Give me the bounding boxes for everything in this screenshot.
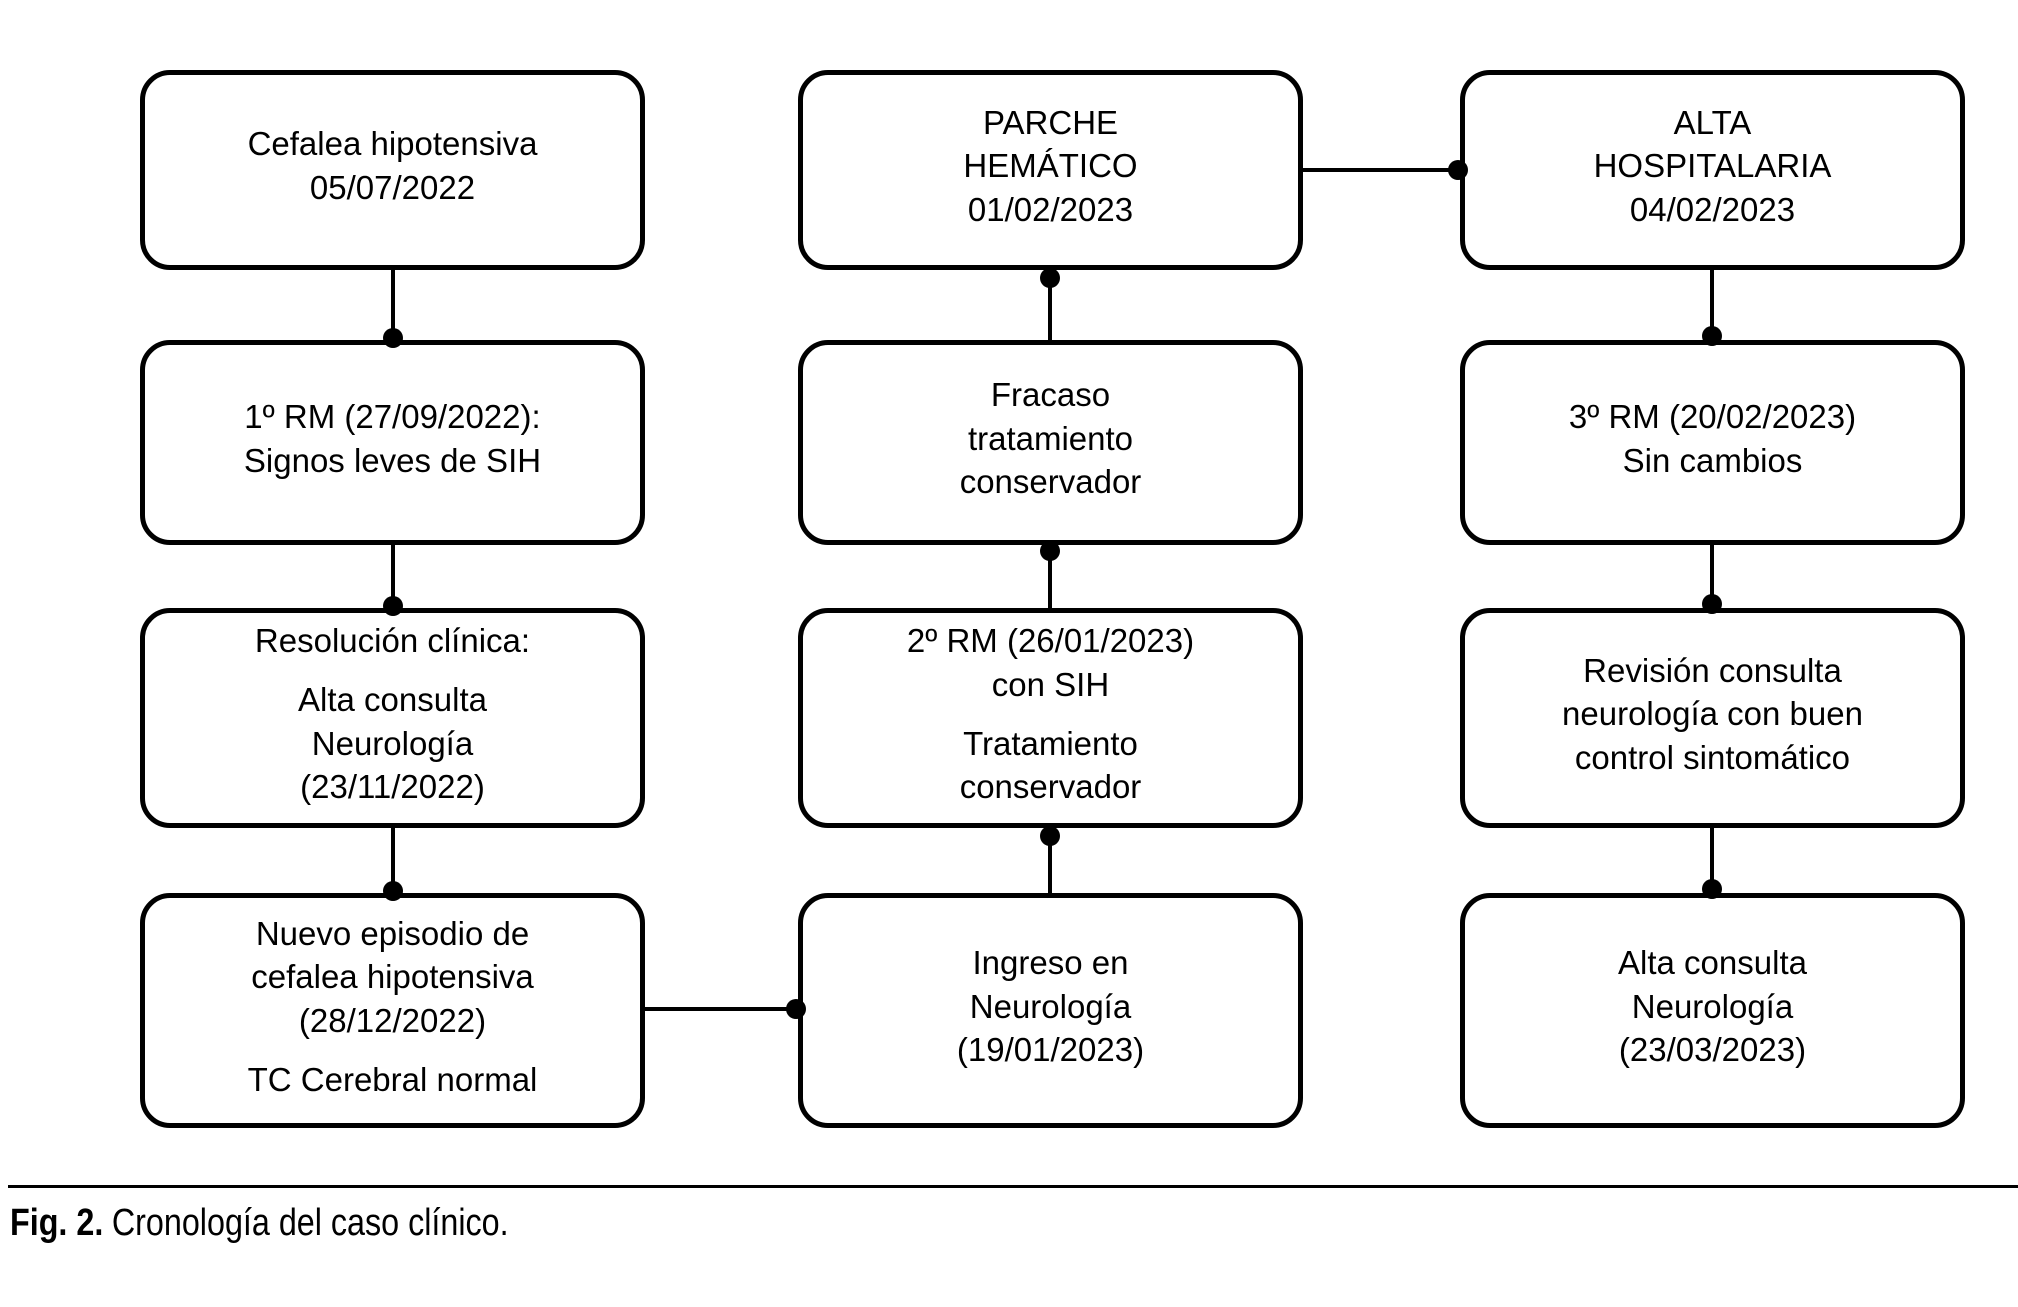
flow-box-tercera-rm: 3º RM (20/02/2023) Sin cambios [1460, 340, 1965, 545]
box-paragraph: Nuevo episodio de cefalea hipotensiva (2… [251, 912, 534, 1043]
box-text-line: 01/02/2023 [967, 190, 1134, 228]
box-paragraph: Ingreso en Neurología (19/01/2023) [957, 941, 1144, 1072]
flow-box-segunda-rm: 2º RM (26/01/2023) con SIH Tratamiento c… [798, 608, 1303, 828]
connector-col1-box2-box3 [391, 543, 395, 612]
box-text-line: Nuevo episodio de [255, 914, 530, 952]
box-text-line: Neurología [969, 987, 1132, 1025]
flow-dot [1448, 160, 1468, 180]
connector-col1-col2 [643, 1007, 800, 1011]
flow-dot [1040, 541, 1060, 561]
box-text-line: con SIH [991, 665, 1110, 703]
box-text-line: HOSPITALARIA [1593, 147, 1832, 185]
box-text-line: HEMÁTICO [963, 147, 1138, 185]
box-text-line: tratamiento [967, 419, 1134, 457]
connector-col3-box3-box4 [1710, 826, 1714, 897]
box-text-line: (19/01/2023) [956, 1031, 1145, 1069]
flow-dot [383, 881, 403, 901]
connector-col2-box2-box1 [1048, 268, 1052, 344]
box-text-line: 2º RM (26/01/2023) [906, 622, 1195, 660]
flow-dot [383, 328, 403, 348]
connector-col3-box2-box3 [1710, 543, 1714, 612]
flow-box-revision-consulta: Revisión consulta neurología con buen co… [1460, 608, 1965, 828]
box-text-line: conservador [959, 463, 1142, 501]
box-paragraph: Resolución clínica: [255, 619, 530, 663]
box-paragraph: Tratamiento conservador [960, 722, 1142, 809]
caption-divider-rule [8, 1185, 2018, 1188]
box-text-line: Ingreso en [972, 944, 1129, 982]
box-text-line: Revisión consulta [1583, 651, 1842, 689]
flow-box-resolucion-clinica: Resolución clínica: Alta consulta Neurol… [140, 608, 645, 828]
box-text-line: PARCHE [982, 103, 1119, 141]
box-paragraph: Alta consulta Neurología (23/03/2023) [1618, 941, 1807, 1072]
flow-dot [1702, 326, 1722, 346]
connector-col3-box1-box2 [1710, 266, 1714, 342]
box-text-line: TC Cerebral normal [247, 1060, 538, 1098]
box-text-line: Alta consulta [1618, 944, 1807, 982]
box-text-line: ALTA [1673, 103, 1752, 141]
box-text-line: Signos leves de SIH [243, 441, 542, 479]
box-text-line: 05/07/2022 [309, 169, 476, 206]
box-paragraph: PARCHE HEMÁTICO 01/02/2023 [963, 101, 1137, 232]
flow-box-parche-hematico: PARCHE HEMÁTICO 01/02/2023 [798, 70, 1303, 270]
connector-col2-box4-box3 [1048, 826, 1052, 897]
figure-caption-text: Cronología del caso clínico. [111, 1202, 509, 1244]
flow-dot [1040, 268, 1060, 288]
box-paragraph: 2º RM (26/01/2023) con SIH [907, 619, 1194, 706]
connector-col1-box3-box4 [391, 826, 395, 897]
box-text-line: Neurología [311, 724, 474, 762]
box-text-line: Neurología [1631, 987, 1794, 1025]
box-paragraph: Fracaso tratamiento conservador [960, 373, 1142, 504]
box-paragraph: Cefalea hipotensiva 05/07/2022 [248, 122, 538, 209]
box-paragraph: Alta consulta Neurología (23/11/2022) [298, 678, 487, 809]
box-paragraph: TC Cerebral normal [248, 1058, 538, 1102]
figure-caption: Fig. 2.Cronología del caso clínico. [10, 1202, 509, 1245]
flow-box-ingreso-neurologia: Ingreso en Neurología (19/01/2023) [798, 893, 1303, 1128]
box-text-line: Cefalea hipotensiva [247, 125, 538, 163]
figure-caption-label: Fig. 2. [10, 1202, 104, 1244]
flow-dot [1040, 826, 1060, 846]
flow-dot [786, 999, 806, 1019]
box-text-line: Resolución clínica: [254, 622, 531, 660]
flow-box-alta-consulta: Alta consulta Neurología (23/03/2023) [1460, 893, 1965, 1128]
box-text-line: (23/11/2022) [300, 768, 485, 806]
box-text-line: (28/12/2022) [298, 1002, 487, 1039]
box-text-line: Tratamiento [963, 724, 1138, 762]
box-text-line: Fracaso [990, 376, 1111, 414]
box-text-line: Sin cambios [1622, 441, 1803, 479]
box-paragraph: 1º RM (27/09/2022): Signos leves de SIH [244, 395, 541, 482]
box-paragraph: 3º RM (20/02/2023) Sin cambios [1569, 395, 1856, 482]
box-text-line: 3º RM (20/02/2023) [1568, 397, 1857, 435]
box-text-line: (23/03/2023) [1618, 1031, 1807, 1069]
flow-box-alta-hospitalaria: ALTA HOSPITALARIA 04/02/2023 [1460, 70, 1965, 270]
box-text-line: 1º RM (27/09/2022): [244, 397, 541, 435]
flow-box-primera-rm: 1º RM (27/09/2022): Signos leves de SIH [140, 340, 645, 545]
flow-box-fracaso-tratamiento: Fracaso tratamiento conservador [798, 340, 1303, 545]
box-text-line: control sintomático [1574, 738, 1851, 776]
flow-dot [1702, 879, 1722, 899]
box-paragraph: ALTA HOSPITALARIA 04/02/2023 [1594, 101, 1832, 232]
box-text-line: cefalea hipotensiva [251, 958, 534, 996]
box-text-line: 04/02/2023 [1629, 190, 1796, 228]
flow-box-nuevo-episodio: Nuevo episodio de cefalea hipotensiva (2… [140, 893, 645, 1128]
flow-dot [1702, 594, 1722, 614]
connector-col2-col3 [1301, 168, 1462, 172]
connector-col2-box3-box2 [1048, 543, 1052, 612]
connector-col1-box1-box2 [391, 266, 395, 342]
box-text-line: conservador [959, 768, 1142, 806]
box-text-line: neurología con buen [1562, 695, 1863, 733]
box-paragraph: Revisión consulta neurología con buen co… [1562, 649, 1863, 780]
flow-dot [383, 596, 403, 616]
flow-box-cefalea-hipotensiva: Cefalea hipotensiva 05/07/2022 [140, 70, 645, 270]
box-text-line: Alta consulta [298, 680, 487, 718]
